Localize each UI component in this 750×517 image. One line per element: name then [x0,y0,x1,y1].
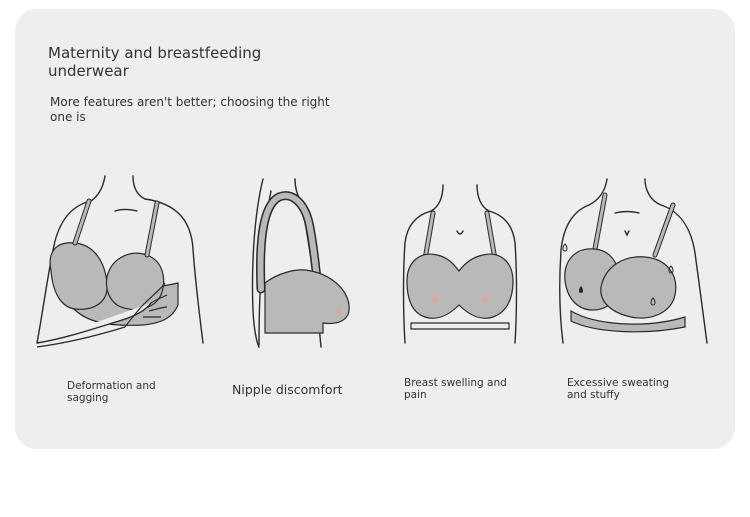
illustration-nipple-discomfort [245,171,355,363]
caption-nipple-discomfort: Nipple discomfort [232,382,343,397]
illustration-excessive-sweating [555,171,710,363]
caption-deformation-sagging: Deformation and sagging [67,380,156,404]
page-title: Maternity and breastfeeding underwear [48,44,262,80]
illustration-deformation-sagging [33,171,208,363]
caption-breast-swelling: Breast swelling and pain [404,377,507,401]
page-subtitle: More features aren't better; choosing th… [50,95,330,124]
bra-sagging-icon [36,175,204,348]
content-card: Maternity and breastfeeding underwear Mo… [15,9,735,449]
illustration-breast-swelling [397,171,522,363]
bra-front-view-icon [402,184,518,344]
bra-sweating-icon [558,178,708,344]
caption-excessive-sweating: Excessive sweating and stuffy [567,377,670,401]
bra-side-view-icon [251,178,350,348]
